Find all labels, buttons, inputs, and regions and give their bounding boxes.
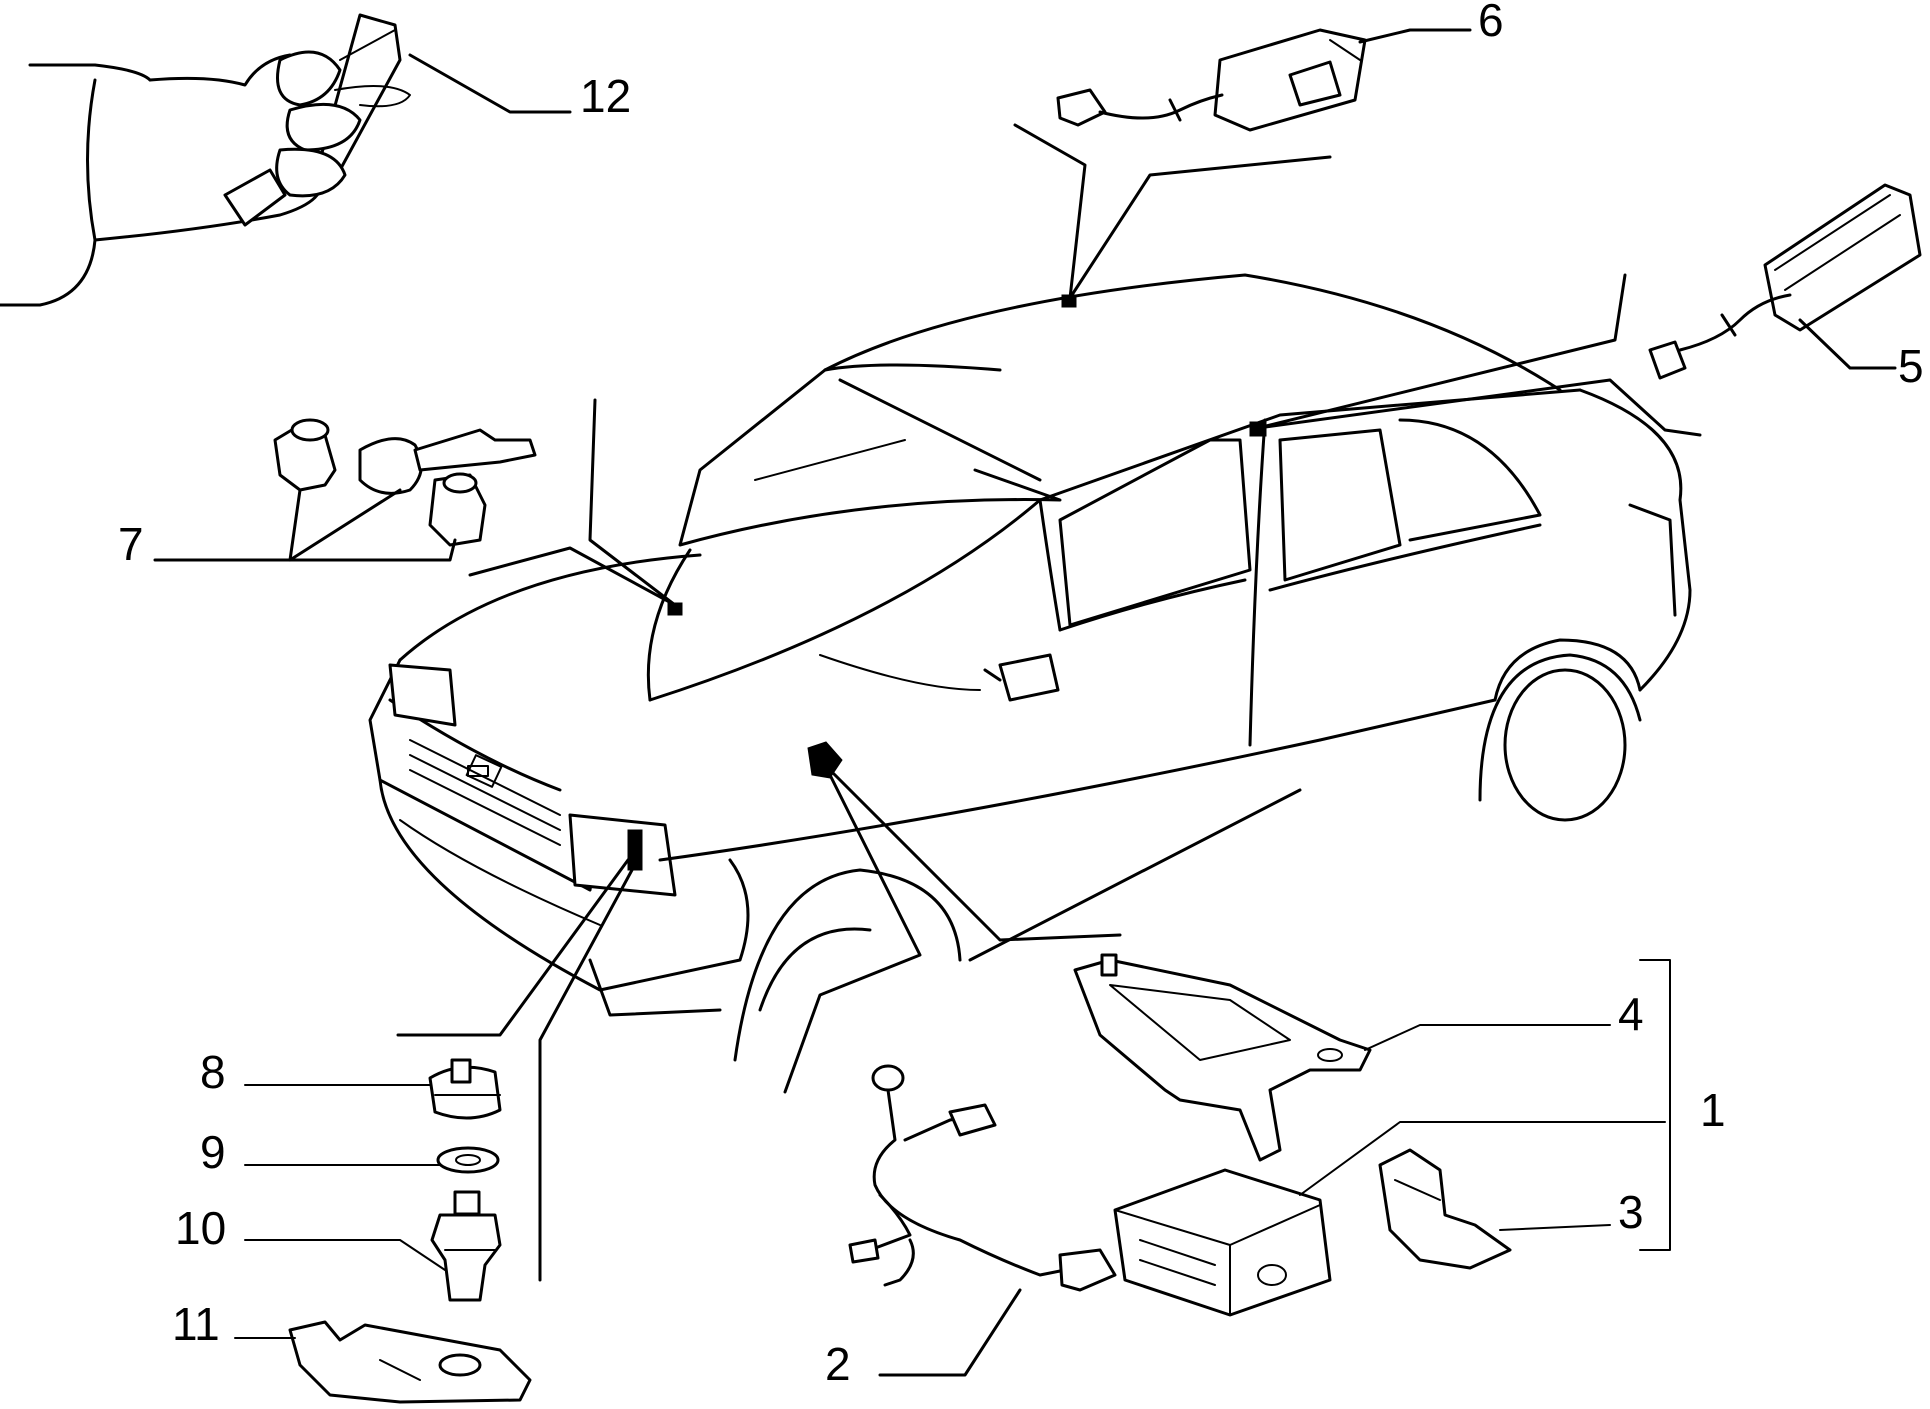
callout-3: 3 <box>1618 1186 1644 1238</box>
location-marker-headlight <box>627 829 643 871</box>
callout-2: 2 <box>825 1338 851 1390</box>
callout-5: 5 <box>1898 340 1924 392</box>
part-9-washer <box>436 1146 500 1174</box>
leader-line-3 <box>1499 1224 1611 1231</box>
callout-9: 9 <box>200 1126 226 1178</box>
leader-line-2 <box>878 1288 1022 1377</box>
leader-line-4 <box>1364 1024 1611 1051</box>
part-11-bracket <box>288 1320 532 1404</box>
leader-line-7-loc <box>468 398 677 607</box>
location-marker-fender <box>807 741 843 779</box>
part-12-remote-control <box>0 13 411 307</box>
leader-line-fender-loc <box>783 763 1122 1094</box>
leader-line-1 <box>1299 1121 1666 1196</box>
location-marker-bonnet <box>667 602 683 616</box>
part-3-bracket <box>1378 1148 1512 1270</box>
part-8-cap <box>428 1058 502 1120</box>
leader-line-12 <box>408 53 572 114</box>
callout-7: 7 <box>118 518 144 570</box>
part-4-plate <box>1073 953 1372 1162</box>
leader-line-5 <box>1798 318 1897 370</box>
leader-line-headlight-loc <box>396 858 634 1282</box>
part-1-control-unit <box>1113 1168 1332 1317</box>
part-2-harness <box>848 1064 1117 1292</box>
callout-10: 10 <box>175 1202 226 1254</box>
callout-11: 11 <box>172 1298 220 1350</box>
part-10-switch-body <box>430 1190 502 1302</box>
car-illustration <box>368 273 1692 1062</box>
leader-line-10 <box>244 1239 446 1271</box>
leader-line-7 <box>153 488 457 562</box>
callout-12: 12 <box>580 70 631 122</box>
group-bracket <box>1639 959 1671 1251</box>
leader-line-5-loc <box>1256 273 1702 437</box>
callout-4: 4 <box>1618 988 1644 1040</box>
callout-8: 8 <box>200 1046 226 1098</box>
part-6-sensor <box>1056 28 1367 132</box>
leader-line-6-loc <box>1013 123 1332 300</box>
leader-line-6 <box>1358 28 1472 44</box>
part-9-washer-hole <box>455 1154 481 1166</box>
callout-6: 6 <box>1478 0 1504 46</box>
part-7-switches <box>273 418 537 547</box>
part-5-module <box>1648 183 1922 380</box>
callout-1: 1 <box>1700 1084 1726 1136</box>
